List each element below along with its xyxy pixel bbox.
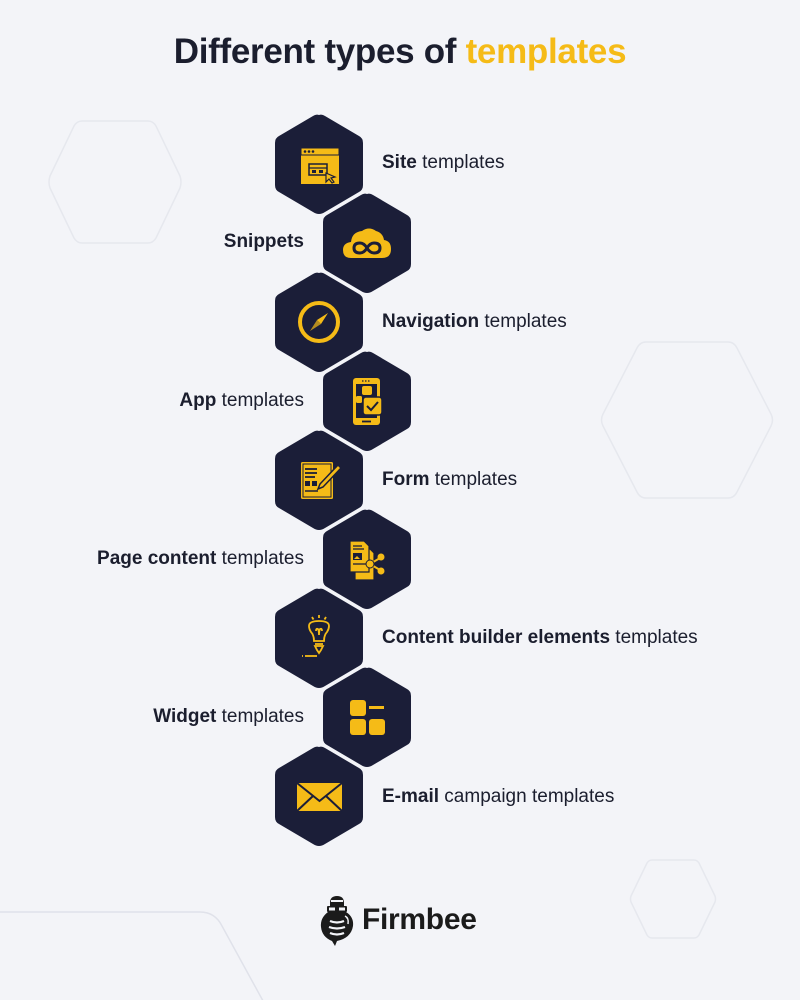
list-item-widget-templates: Widget templates — [153, 706, 304, 727]
list-item-content-builder-elements-templates: Content builder elements templates — [382, 627, 698, 648]
list-item-snippets: Snippets — [223, 231, 304, 252]
widget-blocks-icon — [350, 700, 385, 735]
title-prefix: Different types of — [173, 32, 466, 71]
bg-hexagon-outline — [0, 911, 264, 1000]
bg-hexagon-outline — [629, 859, 717, 939]
page-title: Different types of templates — [0, 32, 800, 72]
hexagon-page-content-templates — [322, 508, 412, 610]
list-item-form-templates: Form templates — [382, 469, 518, 490]
bg-hexagon-outline — [48, 120, 182, 244]
mobile-app-icon — [353, 378, 383, 425]
hexagon-snippets — [322, 192, 412, 294]
list-item-site-templates: Site templates — [382, 152, 505, 173]
title-accent: templates — [465, 32, 627, 71]
envelope-icon — [296, 782, 343, 812]
firmbee-bee-mascot-icon — [320, 896, 354, 946]
bg-hexagon-outline — [600, 341, 774, 499]
list-item-navigation-templates: Navigation templates — [382, 311, 567, 332]
firmbee-logo: Firmbee — [318, 895, 477, 946]
hexagon-app-templates — [322, 350, 412, 452]
compass-icon — [298, 301, 340, 343]
form-pencil-icon — [301, 462, 343, 499]
hexagon-site-templates — [274, 113, 364, 215]
list-item-email-campaign-templates: E-mail campaign templates — [382, 786, 615, 807]
cloud-infinity-icon — [343, 228, 391, 258]
brand-name: Firmbee — [362, 903, 477, 936]
document-share-icon — [349, 540, 385, 581]
list-item-page-content-templates: Page content templates — [97, 548, 304, 569]
hexagon-widget-templates — [322, 666, 412, 768]
hexagon-form-templates — [274, 429, 364, 531]
lightbulb-pen-icon — [302, 615, 330, 657]
browser-window-icon — [300, 147, 340, 184]
hexagon-email-campaign-templates — [274, 745, 364, 847]
list-item-app-templates: App templates — [179, 390, 304, 411]
hexagon-navigation-templates — [274, 271, 364, 373]
hexagon-content-builder-elements-templates — [274, 587, 364, 689]
